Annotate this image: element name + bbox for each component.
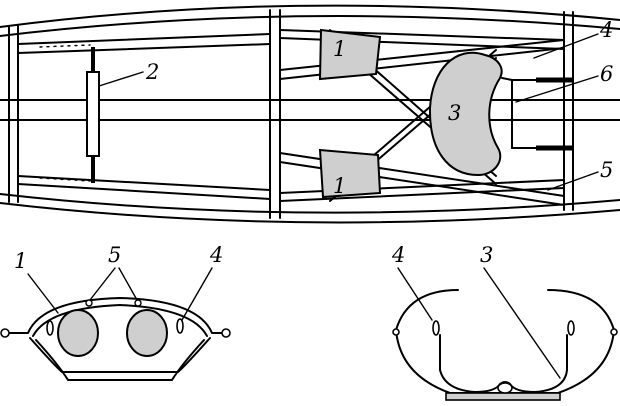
callout-5-top: 5 bbox=[600, 158, 613, 182]
callout-1-section: 1 bbox=[14, 249, 27, 273]
callout-4-right: 4 bbox=[391, 243, 405, 267]
callout-6: 6 bbox=[600, 62, 613, 86]
callout-4-top: 4 bbox=[599, 18, 613, 42]
section-left-part-1a bbox=[57, 309, 99, 357]
part-1-lower bbox=[318, 148, 382, 199]
frame-center bbox=[269, 9, 281, 219]
section-left-part-1b bbox=[126, 309, 168, 357]
callout-3-right: 3 bbox=[480, 243, 493, 267]
part-6 bbox=[501, 77, 572, 151]
section-left: 1 5 4 bbox=[0, 243, 231, 381]
callout-1-lower: 1 bbox=[333, 174, 346, 198]
part-2 bbox=[86, 47, 100, 183]
callout-4-section: 4 bbox=[209, 243, 223, 267]
callout-1-upper: 1 bbox=[333, 37, 346, 61]
callout-3: 3 bbox=[448, 101, 461, 125]
frame-left bbox=[8, 25, 19, 203]
part-3 bbox=[428, 51, 503, 177]
callout-5-section: 5 bbox=[108, 243, 121, 267]
top-view: 2 1 1 3 4 bbox=[0, 4, 620, 224]
frame-right bbox=[563, 11, 574, 211]
part-1-upper bbox=[318, 28, 382, 81]
hull-outline bbox=[0, 4, 620, 28]
section-right: 4 3 bbox=[391, 243, 618, 401]
section-right-part-3 bbox=[439, 334, 568, 393]
callout-2: 2 bbox=[145, 60, 159, 84]
